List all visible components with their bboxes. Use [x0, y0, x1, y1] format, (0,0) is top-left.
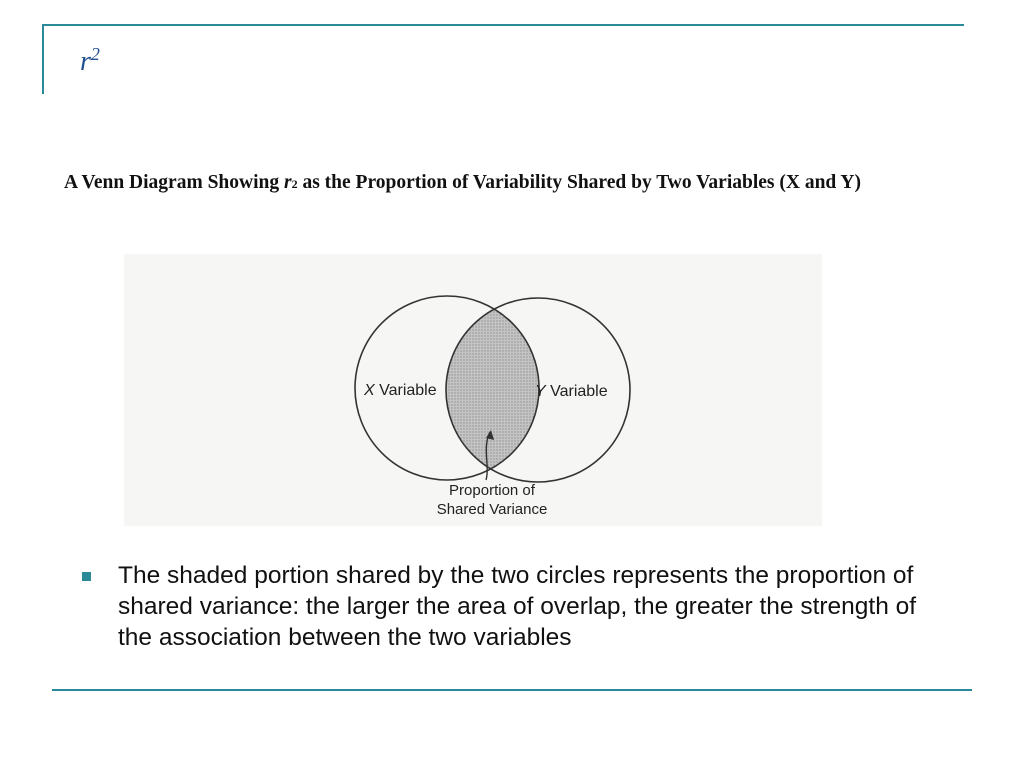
x-variable-word: Variable [375, 382, 437, 399]
caption-r-symbol: r [283, 172, 292, 193]
x-variable-label: X Variable [363, 382, 437, 399]
x-variable-letter: X [363, 382, 376, 399]
caption-r-superscript: 2 [291, 177, 298, 191]
overlap-label-line2: Shared Variance [437, 501, 548, 518]
y-variable-circle [445, 297, 631, 483]
overlap-label-line1: Proportion of [449, 482, 536, 499]
caption-part2: as the Proportion of Variability Shared … [297, 172, 861, 193]
caption-part1: A Venn Diagram Showing [64, 172, 284, 193]
overlap-pointer-arrowhead [486, 430, 494, 440]
slide-title: r2 [80, 45, 100, 77]
x-variable-circle [354, 295, 540, 481]
slide-title-superscript: 2 [90, 44, 100, 64]
bullet-item: The shaded portion shared by the two cir… [118, 562, 917, 651]
slide-title-base: r [80, 46, 91, 77]
venn-diagram: X Variable Y Variable Proportion of Shar… [354, 295, 631, 518]
slide-frame-bottom-rule [52, 689, 972, 691]
figure-caption: A Venn Diagram Showing r2 as the Proport… [64, 168, 924, 198]
venn-diagram-panel: X Variable Y Variable Proportion of Shar… [124, 254, 822, 526]
y-variable-letter: Y [535, 383, 547, 400]
slide-frame-top-rule [42, 24, 964, 26]
slide-frame-left-rule [42, 24, 44, 94]
y-variable-word: Variable [546, 383, 608, 400]
bullet-square-icon [82, 572, 91, 581]
y-variable-label: Y Variable [535, 383, 608, 400]
